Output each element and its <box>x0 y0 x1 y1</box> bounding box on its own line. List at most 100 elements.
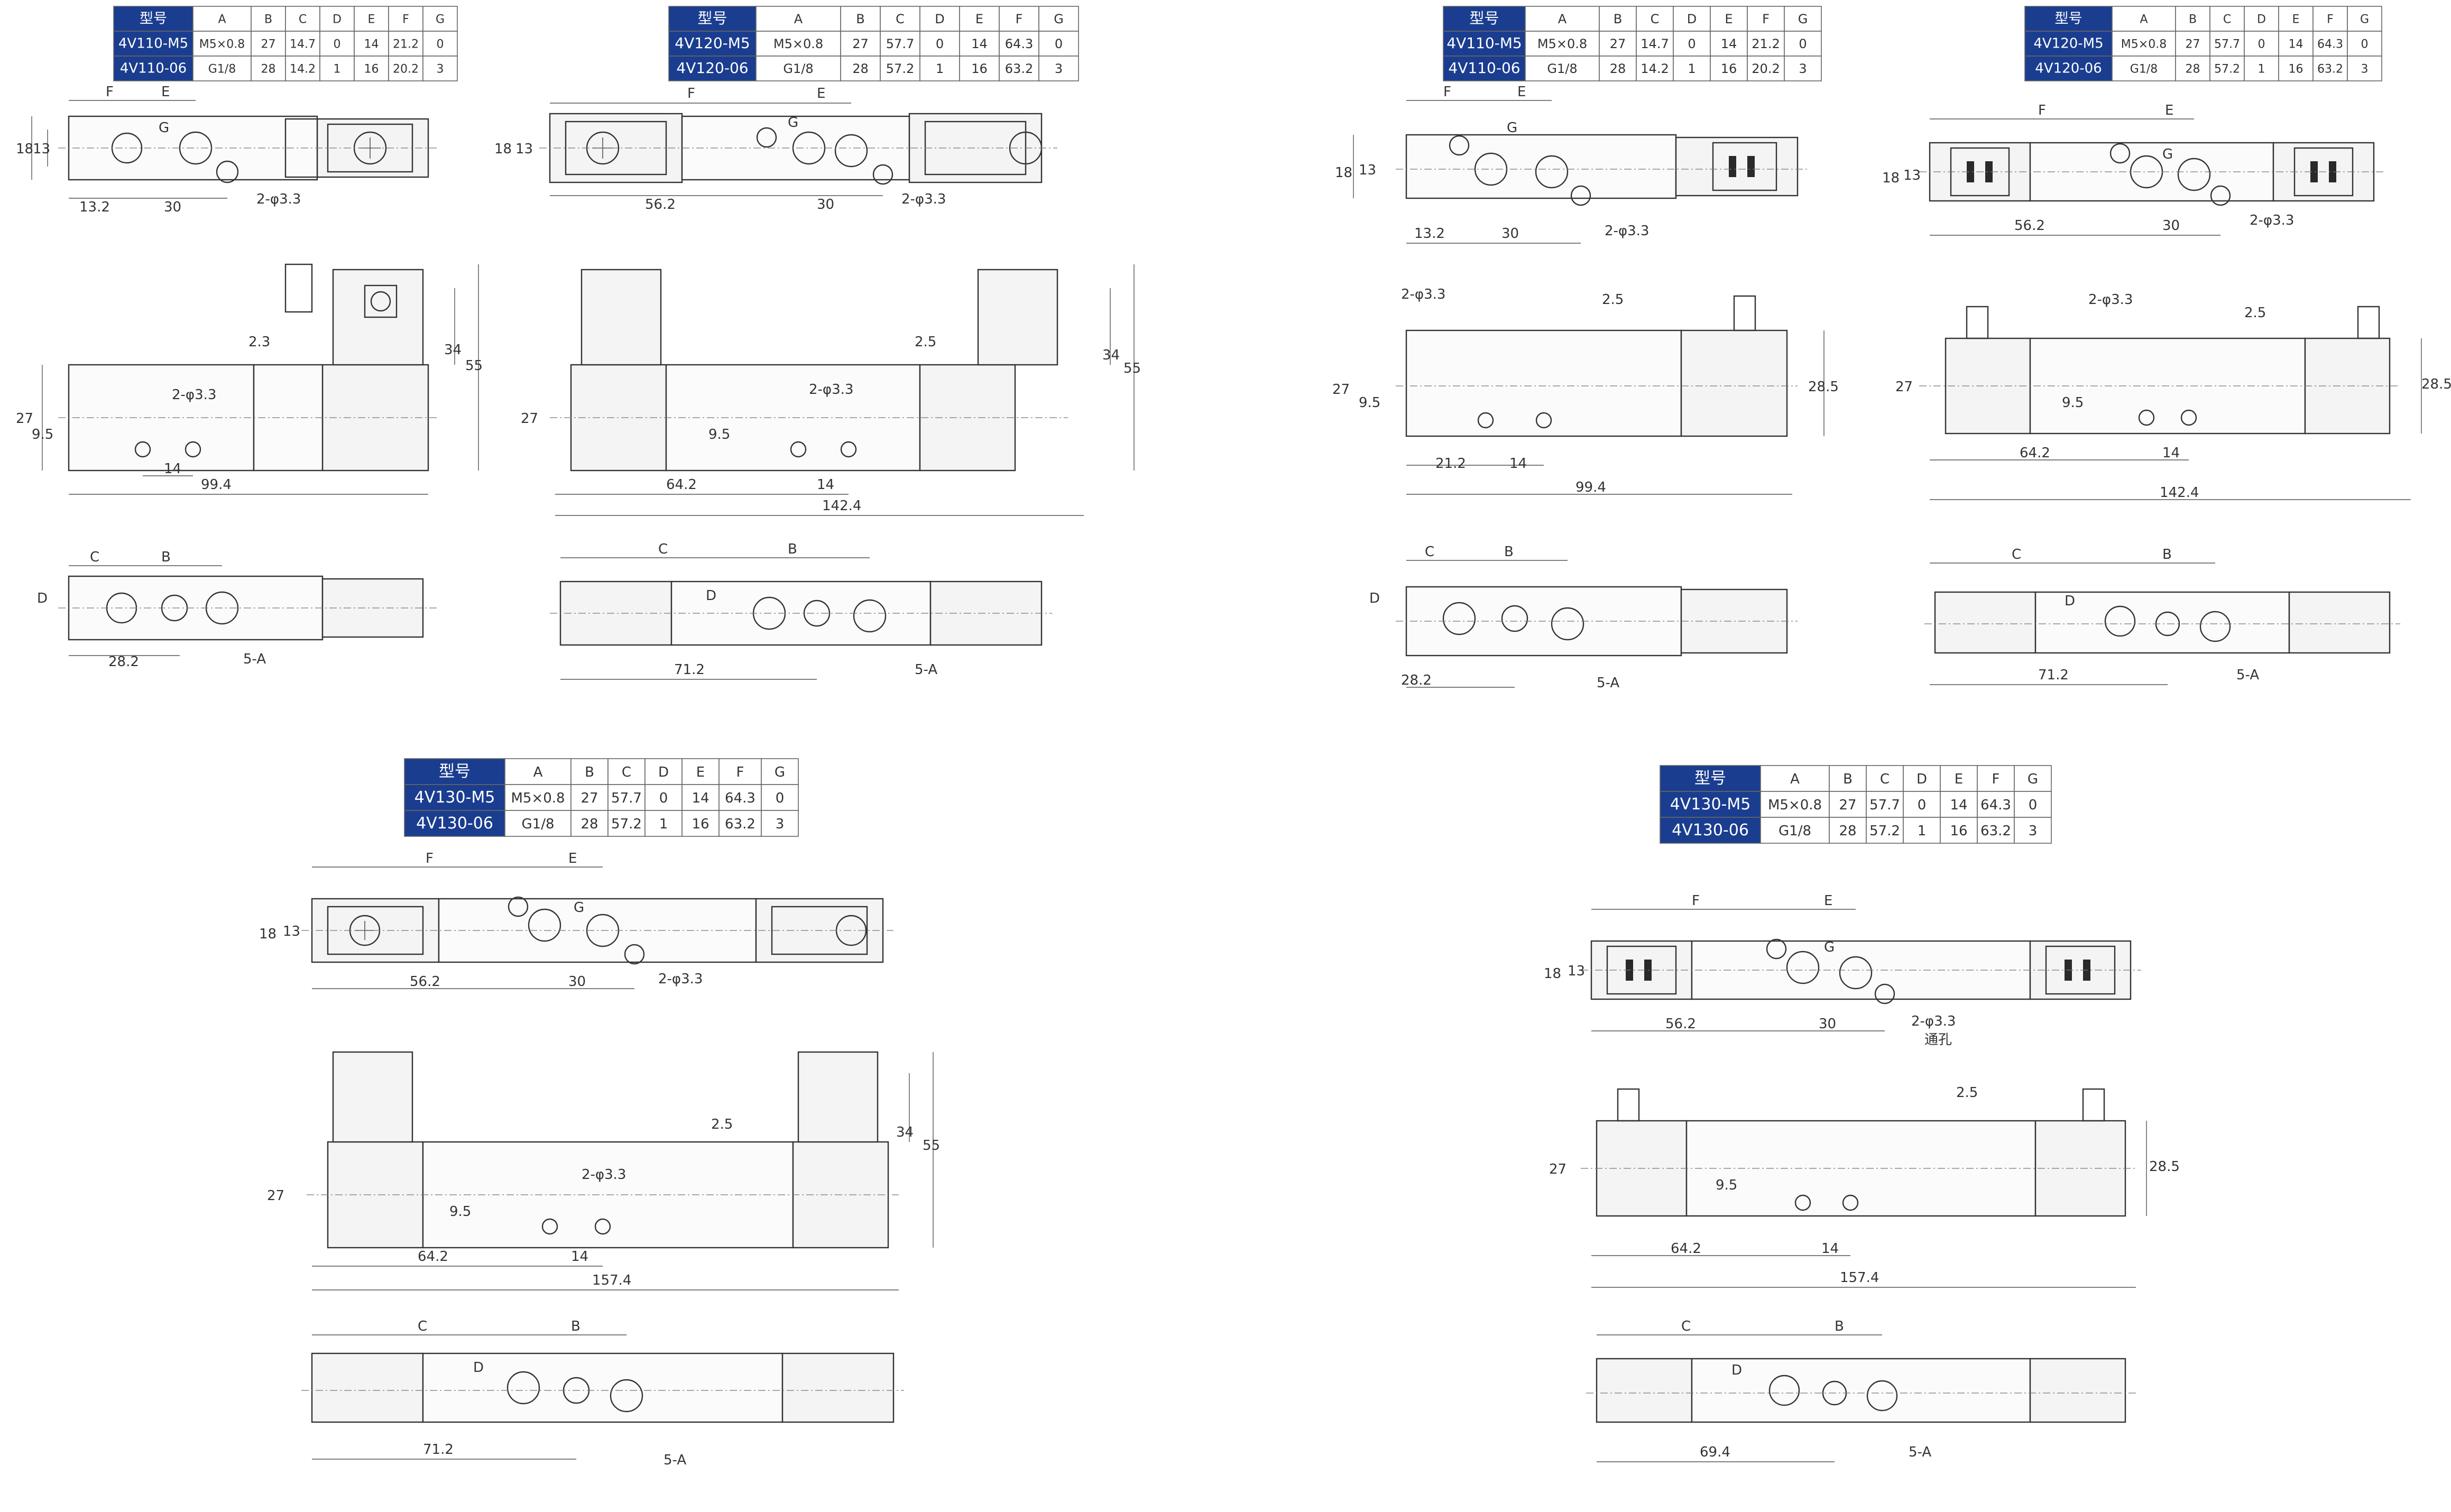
table-cell-text: 0 <box>1799 36 1807 51</box>
table-cell <box>1710 31 1748 57</box>
valve-body <box>1405 329 1682 437</box>
table-header-text: G <box>775 764 785 780</box>
table-cell-text: 4V120-M5 <box>675 34 750 52</box>
table-cell-text: 14 <box>1721 36 1737 51</box>
table-cell-text: M5×0.8 <box>1537 36 1587 51</box>
table-cell <box>2278 56 2314 81</box>
table-cell-text: 57.7 <box>886 36 914 51</box>
bottom-view: C B D 28.2 5-A <box>37 549 439 670</box>
table-header-cell <box>681 758 720 785</box>
dim-label: 157.4 <box>592 1273 631 1288</box>
table-header-text: E <box>1955 771 1963 787</box>
table-header-cell <box>1673 6 1711 32</box>
table-header-text: D <box>1916 771 1927 787</box>
dim-label: 27 <box>1549 1161 1567 1177</box>
front-view: 2.5 27 9.5 28.5 64.2 14 157.4 <box>1549 1085 2180 1288</box>
table-header-cell <box>718 758 762 785</box>
dim-label: E <box>1517 84 1526 100</box>
table-cell <box>1443 31 1526 57</box>
dim-label: F <box>2038 103 2046 118</box>
table-cell-text: 16 <box>1950 823 1967 839</box>
coil-right <box>2288 591 2391 654</box>
dim-label: 56.2 <box>2014 218 2045 234</box>
dim-label: 27 <box>267 1188 284 1204</box>
dim-label: 14 <box>571 1249 588 1265</box>
table-cell-text: 3 <box>437 62 444 76</box>
bottom-view: C B D 28.2 5-A <box>1369 544 1798 691</box>
table-header-cell <box>1660 765 1761 792</box>
table-cell-text: G1/8 <box>783 61 813 76</box>
dim-label: 5-A <box>2236 667 2259 683</box>
table-header-cell <box>504 758 572 785</box>
dim-label: 142.4 <box>2160 485 2199 501</box>
dim-label: 27 <box>16 411 33 427</box>
table-header-text: B <box>856 12 864 26</box>
table-header-text: B <box>264 13 272 26</box>
table-cell <box>285 31 320 57</box>
dim-label: 18 <box>494 141 512 157</box>
dim-label: 2.3 <box>248 334 270 350</box>
table-cell-text: 4V110-M5 <box>1446 34 1522 52</box>
table-cell-text: 0 <box>1688 36 1696 51</box>
table-cell-text: 63.2 <box>725 816 755 832</box>
table-cell <box>1760 791 1830 818</box>
dim-label: 5-A <box>915 662 937 678</box>
table-cell-text: 28 <box>580 816 598 832</box>
front-view: 2-φ3.3 2.5 27 9.5 28.5 64.2 14 142.4 <box>1895 292 2451 501</box>
top-view: F E G 18 13 13.2 30 2-φ3.3 <box>1335 84 1808 244</box>
dim-label: E <box>568 851 577 866</box>
table-cell <box>2024 56 2113 81</box>
table-header-cell <box>1829 765 1867 792</box>
table-cell <box>2312 31 2348 57</box>
table-cell-text: 1 <box>2258 62 2265 76</box>
table-cell-text: 28 <box>852 61 869 76</box>
coil-head-left <box>332 1051 413 1143</box>
table-cell-text: 0 <box>1055 36 1063 51</box>
coil-right <box>781 1352 895 1423</box>
dim-label: 18 <box>1544 966 1561 982</box>
dim-label: 5-A <box>1909 1444 1931 1460</box>
table-cell <box>1940 791 1978 818</box>
dim-label: 27 <box>1895 379 1913 395</box>
table-header-text: A <box>533 764 543 780</box>
dim-label: 28.5 <box>1808 379 1839 395</box>
table-cell <box>113 31 194 57</box>
table-header-text: F <box>1992 771 2000 787</box>
table-cell-text: 14 <box>1950 797 1967 813</box>
dim-label: 9.5 <box>32 427 53 442</box>
table-cell <box>2209 31 2245 57</box>
table-header-cell <box>404 758 505 785</box>
table-header-text: E <box>2292 13 2300 26</box>
dim-label: 99.4 <box>201 477 232 493</box>
dim-label: 14 <box>817 477 834 493</box>
table-header-text: E <box>975 12 983 26</box>
dim-label: C <box>2012 547 2021 563</box>
table-cell <box>2209 56 2245 81</box>
table-header-text: F <box>2327 13 2334 26</box>
dim-label: 71.2 <box>2038 667 2069 683</box>
table-cell-text: 64.3 <box>725 790 755 806</box>
table-cell <box>319 56 355 81</box>
mount-hole <box>134 441 151 458</box>
table-header-text: A <box>218 13 226 26</box>
top-view: F E G 18 13 56.2 30 2-φ3.3 <box>259 851 893 990</box>
dim-label: 34 <box>896 1124 914 1140</box>
table-header-text: A <box>2140 13 2148 26</box>
dim-label: 157.4 <box>1840 1270 1879 1286</box>
dim-label: 9.5 <box>708 427 730 442</box>
table-cell-text: 4V120-06 <box>2035 60 2102 76</box>
table-cell-text: 4V110-06 <box>1448 59 1520 77</box>
table-cell <box>504 810 572 837</box>
dim-label: B <box>2162 547 2172 563</box>
dim-label: 5-A <box>243 651 266 667</box>
table-cell-text: 1 <box>334 62 341 76</box>
table-cell <box>404 784 505 811</box>
dim-label: G <box>159 120 169 136</box>
top-view: F E G 18 13 56.2 30 2-φ3.3 <box>1882 103 2384 236</box>
table-cell <box>959 31 1000 57</box>
table-header-text: F <box>1016 12 1023 26</box>
table-header-text: B <box>2189 13 2197 26</box>
table-header-cell <box>1866 765 1904 792</box>
dim-label: 13.2 <box>1414 226 1445 242</box>
table-cell <box>919 31 960 57</box>
